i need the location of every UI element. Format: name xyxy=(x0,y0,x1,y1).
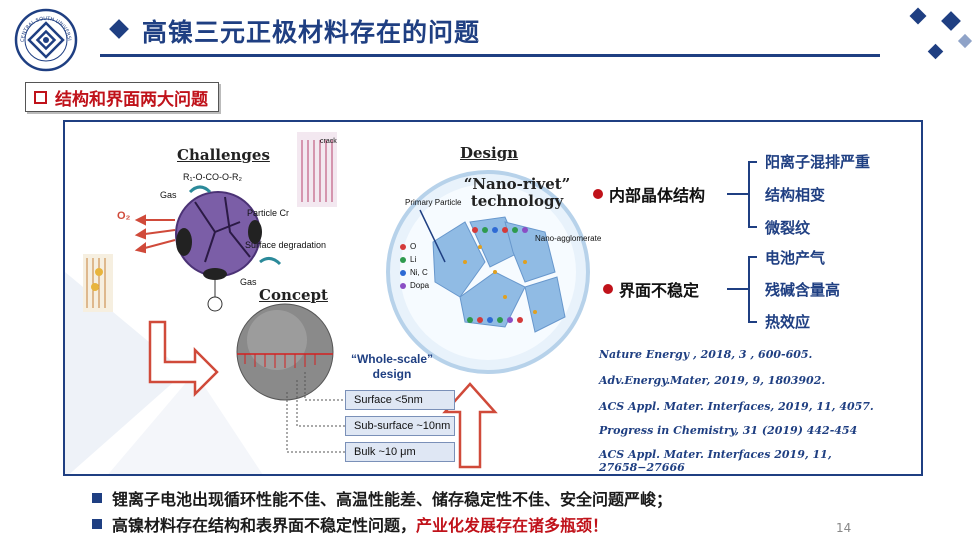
bullet-text: 锂离子电池出现循环性能不佳、高温性能差、储存稳定性不佳、安全问题严峻； xyxy=(112,490,673,509)
sub-item: 热效应 xyxy=(765,313,811,331)
page-title: 高镍三元正极材料存在的问题 xyxy=(142,18,481,47)
nano-rivet-line2: technology xyxy=(470,192,564,210)
decor-square-icon xyxy=(927,43,944,60)
surface-degradation-label: Surface degradation xyxy=(245,240,327,250)
university-logo: CENTRAL SOUTH UNIVERSITY xyxy=(14,8,78,72)
sub-item: 残碱含量高 xyxy=(765,281,841,299)
sub-item: 阳离子混排严重 xyxy=(765,153,871,171)
reference: Adv.Energy.Mater, 2019, 9, 1803902. xyxy=(599,374,826,387)
whole-scale-label: “Whole-scale” design xyxy=(337,352,447,382)
whole-scale-line1: “Whole-scale” xyxy=(350,352,434,366)
category-internal-structure: 内部晶体结构 xyxy=(609,186,706,205)
whole-scale-line2: design xyxy=(372,367,412,381)
sub-item: 结构相变 xyxy=(765,186,826,204)
category-interface-instability: 界面不稳定 xyxy=(619,281,700,300)
sub-item: 微裂纹 xyxy=(765,219,811,237)
nano-rivet-line1: “Nano-rivet” xyxy=(463,175,571,193)
section-subtitle: 结构和界面两大问题 xyxy=(25,82,219,112)
primary-particle-label: Primary Particle xyxy=(405,198,462,207)
category-bullet-icon xyxy=(593,189,603,199)
concept-title: Concept xyxy=(259,286,328,304)
bullet-item: 高镍材料存在结构和表界面不稳定性问题， 产业化发展存在诸多瓶颈 ！ xyxy=(92,512,608,536)
bullet-text: 高镍材料存在结构和表界面不稳定性问题， xyxy=(112,516,417,535)
formula-label: R₁-O-CO-O-R₂ xyxy=(183,172,243,182)
legend-li: Li xyxy=(410,255,417,264)
nano-agglomerate-label: Nano-agglomerate xyxy=(535,234,602,243)
category-bullet-icon xyxy=(603,284,613,294)
title-diamond-icon xyxy=(109,19,129,39)
reference: ACS Appl. Mater. Interfaces 2019, 11, 27… xyxy=(599,448,832,474)
challenges-title: Challenges xyxy=(177,146,270,164)
legend-ni: Ni, C xyxy=(410,268,428,277)
design-title: Design xyxy=(460,144,519,162)
reference: Progress in Chemistry, 31 (2019) 442-454 xyxy=(599,424,858,437)
crystal-strip-top xyxy=(297,132,337,207)
particle-cr-label: Particle Cr xyxy=(247,208,290,218)
bullet-square-icon xyxy=(92,493,102,503)
page-number: 14 xyxy=(836,521,852,535)
gas-label: Gas xyxy=(240,277,257,287)
title-rule xyxy=(100,54,880,57)
bullet-square-icon xyxy=(92,519,102,529)
decor-square-icon xyxy=(909,7,927,25)
layer-sub-surface: Sub-surface ~10nm xyxy=(345,416,455,436)
legend-dopant: Dopa xyxy=(410,281,430,290)
reference: ACS Appl. Mater. Interfaces, 2019, 11, 4… xyxy=(599,400,874,413)
decor-square-icon xyxy=(941,11,961,31)
layer-surface: Surface <5nm xyxy=(345,390,455,410)
bullet-highlight-text: 产业化发展存在诸多瓶颈 xyxy=(416,516,593,535)
layer-bulk: Bulk ~10 μm xyxy=(345,442,455,462)
crack-label: crack xyxy=(320,138,337,145)
bullet-item: 锂离子电池出现循环性能不佳、高温性能差、储存稳定性不佳、安全问题严峻； xyxy=(92,486,672,510)
bullet-suffix-text: ！ xyxy=(592,516,609,535)
checkbox-icon xyxy=(34,90,47,104)
decor-square-icon xyxy=(957,33,973,49)
reference: Nature Energy , 2018, 3 , 600-605. xyxy=(599,348,813,361)
figure-illustration xyxy=(65,132,757,474)
nano-rivet-title: “Nano-rivet” technology xyxy=(457,176,577,210)
figure-panel: Challenges Concept Design R₁-O-CO-O-R₂ G… xyxy=(63,120,923,476)
subtitle-text: 结构和界面两大问题 xyxy=(55,89,208,110)
gas-label: Gas xyxy=(160,190,177,200)
sub-item: 电池产气 xyxy=(765,249,826,267)
legend-o: O xyxy=(410,242,417,251)
o2-label: O₂ xyxy=(117,210,131,222)
